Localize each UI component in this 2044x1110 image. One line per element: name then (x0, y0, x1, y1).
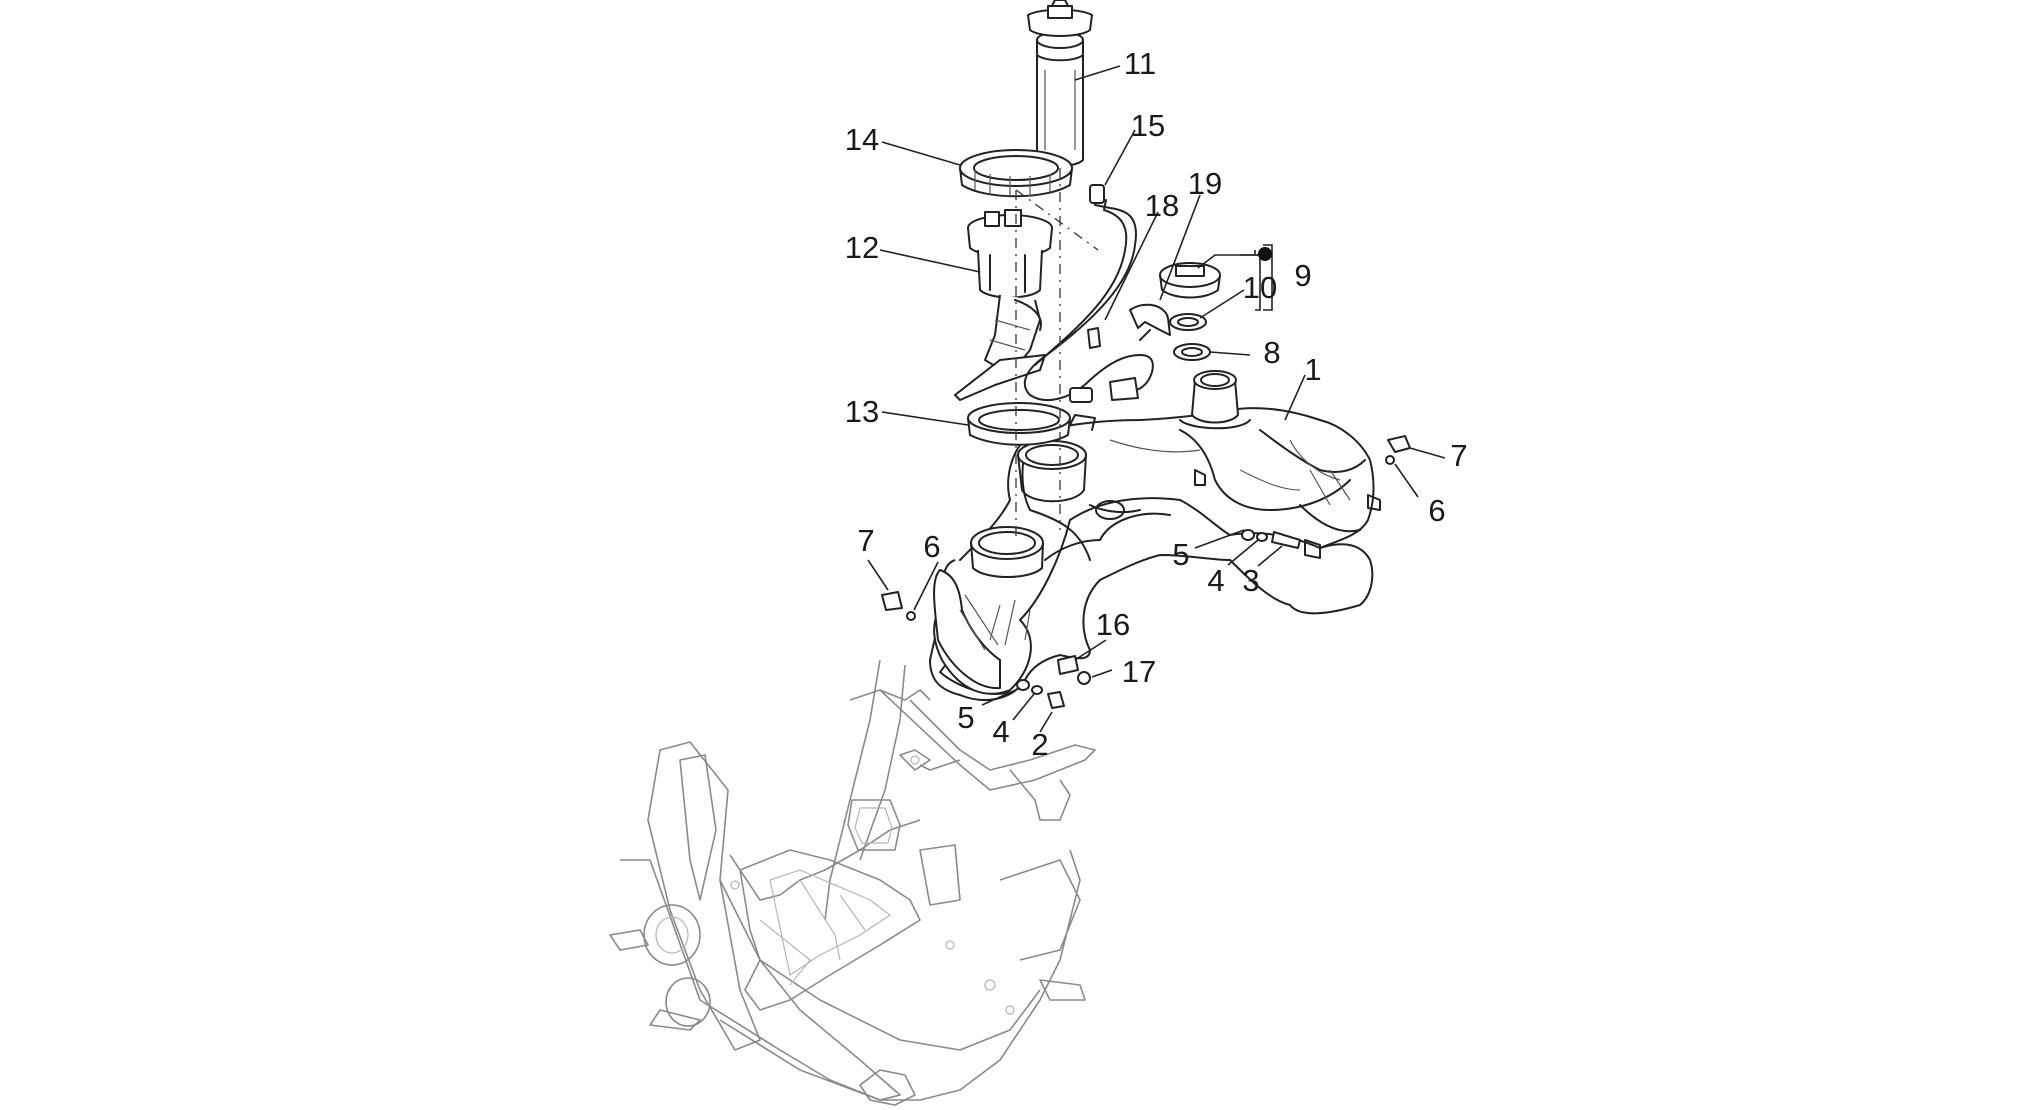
scooter-frame (609, 659, 1096, 1106)
lock-ring (959, 149, 1073, 198)
callout-9: 9 (1294, 258, 1311, 293)
callout-13: 13 (845, 394, 879, 429)
callout-5-left: 5 (957, 700, 974, 735)
kit-marker-dot (1258, 247, 1272, 261)
callout-14: 14 (845, 122, 879, 157)
callout-12: 12 (845, 230, 879, 265)
callout-17: 17 (1122, 654, 1156, 689)
callout-7-left: 7 (857, 523, 874, 558)
callout-4-right: 4 (1207, 563, 1224, 598)
callout-4-left: 4 (992, 714, 1009, 749)
callout-19: 19 (1188, 166, 1222, 201)
callout-7-right: 7 (1450, 438, 1467, 473)
filler-cap (1159, 262, 1221, 299)
callout-1: 1 (1304, 352, 1321, 387)
callout-6-right: 6 (1428, 493, 1445, 528)
fuel-pump (954, 209, 1053, 401)
cap-gasket (1169, 313, 1207, 331)
fuel-level-sensor (1027, 0, 1093, 167)
leader-lines (867, 65, 1446, 733)
callout-15: 15 (1131, 108, 1165, 143)
filler-gasket (1173, 343, 1211, 361)
clip-bracket (1129, 303, 1171, 341)
callout-labels: 11 15 14 19 18 12 9 10 8 1 13 7 6 7 6 5 … (845, 46, 1468, 762)
callout-8: 8 (1263, 335, 1280, 370)
hose-clamp (1087, 327, 1101, 349)
callout-16: 16 (1096, 607, 1130, 642)
callout-18: 18 (1145, 188, 1179, 223)
callout-11: 11 (1124, 46, 1156, 81)
callout-2: 2 (1031, 727, 1048, 762)
assembly-axis-lines (1015, 168, 1099, 540)
fasteners (881, 435, 1411, 709)
pump-gasket (967, 402, 1071, 446)
callout-10: 10 (1243, 270, 1277, 305)
callout-6-left: 6 (923, 529, 940, 564)
fuel-hose (1023, 184, 1154, 403)
callout-5-right: 5 (1172, 537, 1189, 572)
fuel-tank (929, 370, 1381, 701)
callout-3: 3 (1242, 563, 1259, 598)
